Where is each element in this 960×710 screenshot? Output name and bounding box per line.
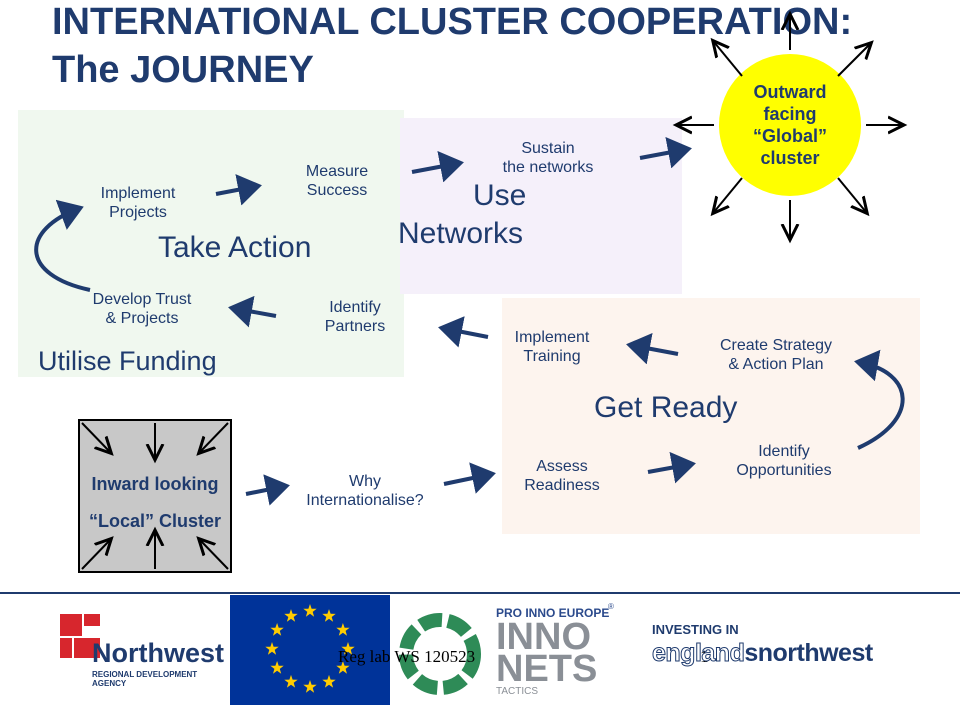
arrow-to-measure-success <box>215 174 262 206</box>
eu-star-icon <box>265 642 279 655</box>
northwest-subtitle: REGIONAL DEVELOPMENT AGENCY <box>92 670 198 688</box>
registered-mark: ® <box>608 602 614 611</box>
arrow-to-identify-partners <box>438 316 489 348</box>
inward-arrows <box>81 422 229 570</box>
step-develop-trust: Develop Trust& Projects <box>92 291 192 327</box>
arrow-to-why-internationalise <box>245 474 290 506</box>
arrow-to-assess-readiness <box>443 462 496 494</box>
eu-stars-icon <box>265 604 355 693</box>
inno-label: INNO <box>496 616 591 658</box>
take-action-zone <box>18 110 404 377</box>
arrow-loop-to-implement-projects <box>34 199 91 292</box>
investing-label: INVESTING IN <box>652 622 739 637</box>
phase-take-action: Take Action <box>158 231 312 264</box>
eu-star-icon <box>270 623 284 636</box>
global-cluster-sun: Outward facing “Global” cluster <box>719 54 861 196</box>
phase-use: Use <box>473 179 527 212</box>
arrow-to-develop-trust <box>228 295 277 328</box>
eu-star-icon <box>336 623 350 636</box>
innonets-logo: PRO INNO EUROPE ® INNO NETS TACTICS <box>396 600 622 704</box>
northwest-name: Northwest <box>92 638 225 668</box>
eu-star-icon <box>336 661 350 674</box>
eu-flag <box>230 595 390 705</box>
eu-star-icon <box>341 642 355 655</box>
innonets-leaf-icon <box>399 613 481 695</box>
tactics-label: TACTICS <box>496 686 539 697</box>
pro-inno-label: PRO INNO EUROPE <box>496 606 610 620</box>
eu-star-icon <box>284 674 298 688</box>
eu-star-icon <box>322 674 336 688</box>
northwest-rda-logo: Northwest REGIONAL DEVELOPMENT AGENCY <box>60 614 230 694</box>
arrow-to-implement-training <box>626 332 679 365</box>
arrow-loop-to-create-strategy <box>854 349 905 450</box>
investing-logo: INVESTING IN englandsnorthwest <box>651 622 912 682</box>
eu-star-icon <box>284 609 298 622</box>
eu-star-icon <box>303 604 317 617</box>
phase-utilise-funding: Utilise Funding <box>38 346 217 376</box>
eu-star-icon <box>270 661 284 674</box>
phase-networks: Networks <box>398 217 524 250</box>
footer-divider <box>0 592 960 594</box>
get-ready-zone <box>502 298 920 534</box>
use-networks-zone <box>400 118 682 294</box>
footer-reg-lab: Reg lab WS 120523 <box>338 647 476 666</box>
arrow-to-sustain-networks <box>411 150 464 183</box>
eu-star-icon <box>322 609 336 622</box>
local-cluster-label: Inward looking “Local” Cluster <box>88 474 222 531</box>
page-title: INTERNATIONAL CLUSTER COOPERATION: The J… <box>52 1 853 91</box>
arrow-to-global-cluster <box>639 136 692 169</box>
northwest-rda-mark <box>60 614 100 658</box>
step-create-strategy: Create Strategy& Action Plan <box>719 337 833 373</box>
arrow-to-identify-opportunities <box>647 451 696 484</box>
page-number: 1 <box>700 647 709 666</box>
eu-star-icon <box>303 680 317 693</box>
phase-get-ready: Get Ready <box>594 391 738 424</box>
outward-arrows <box>678 16 902 238</box>
englands-northwest-label: englandsnorthwest <box>651 639 873 668</box>
nets-label: NETS <box>496 648 598 690</box>
